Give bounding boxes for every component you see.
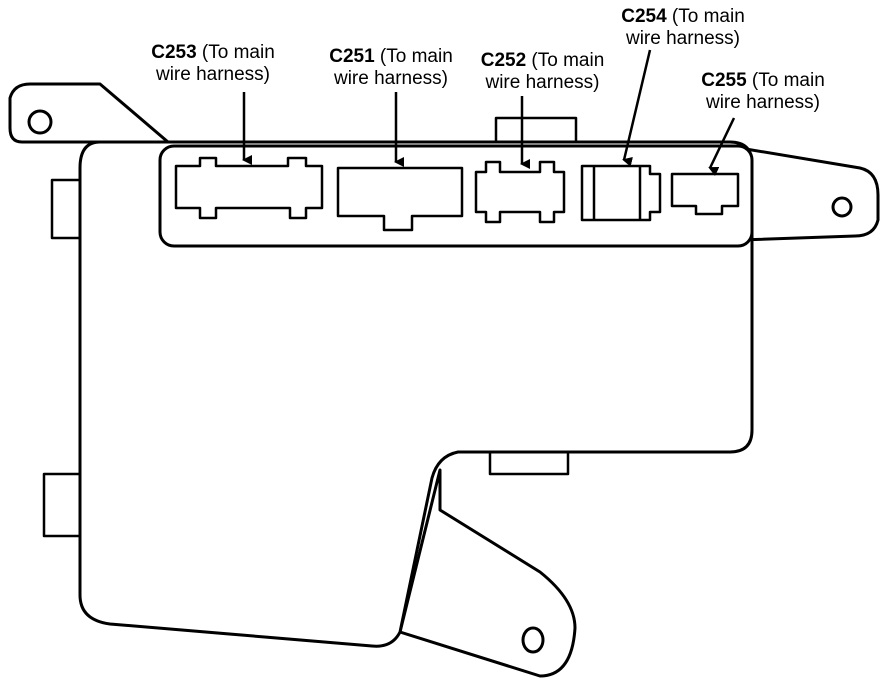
left-mounting-hole: [27, 109, 53, 135]
callout-desc: wire harness): [705, 92, 821, 113]
right-mounting-tab: [738, 146, 880, 242]
callout-code: C251: [329, 46, 375, 67]
bottom-mounting-tab: [398, 468, 577, 678]
callout-desc: (To main: [751, 70, 825, 91]
connector-c253: [174, 156, 324, 220]
callout-code: C253: [151, 42, 197, 63]
callout-code: C254: [621, 6, 667, 27]
connector-c251: [336, 166, 464, 232]
callout-desc: wire harness): [485, 72, 600, 93]
callout-c253: C253 (To main wire harness): [128, 42, 298, 86]
callout-c254: C254 (To main wire harness): [598, 6, 768, 50]
callout-code: C255: [701, 70, 747, 91]
bottom-mounting-hole: [521, 626, 545, 654]
callout-desc: (To main: [201, 42, 275, 63]
callout-desc: wire harness): [333, 68, 449, 89]
callout-desc: wire harness): [625, 28, 741, 49]
upper-left-side-lug: [50, 178, 84, 240]
callout-desc: (To main: [531, 50, 605, 71]
callout-desc: wire harness): [155, 64, 271, 85]
callout-code: C252: [480, 50, 527, 71]
leader-arrow-c254: [622, 49, 652, 167]
callout-desc: (To main: [671, 6, 745, 27]
right-mounting-hole: [831, 196, 853, 218]
callout-desc: (To main: [379, 46, 453, 67]
callout-c255: C255 (To main wire harness): [678, 70, 848, 114]
leader-arrow-c255: [708, 117, 736, 176]
callout-c251: C251 (To main wire harness): [306, 46, 476, 90]
callout-c252: C252 (To main wire harness): [460, 50, 625, 94]
lower-left-side-lug: [42, 472, 84, 538]
connector-c252: [474, 160, 566, 224]
connector-c255: [670, 172, 740, 216]
